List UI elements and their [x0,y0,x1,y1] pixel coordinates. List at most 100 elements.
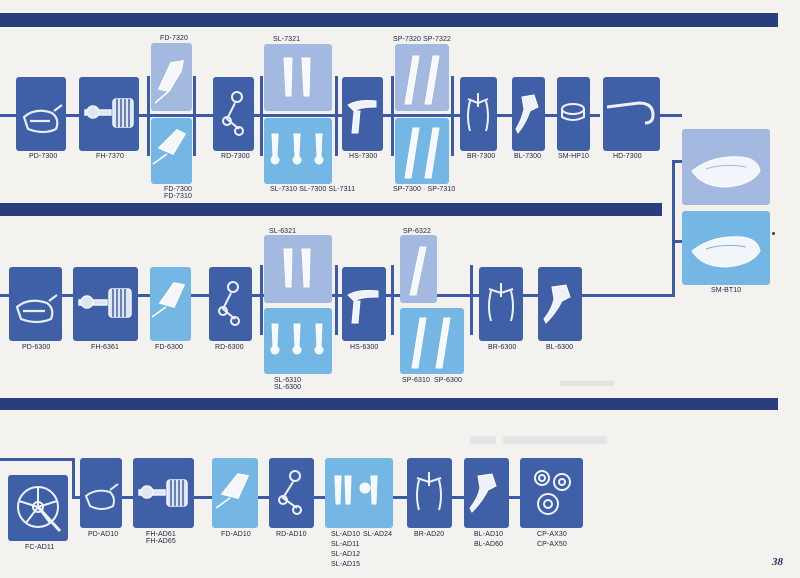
rd-ad10-box [269,458,314,528]
shift-lever-icon [334,475,378,505]
pedal-icon [84,483,119,510]
sl-7310-box [264,118,332,184]
front-derailleur-icon [152,129,187,165]
pd-6300-label: PD-6300 [22,344,51,351]
bl-6300-label: BL-6300 [546,344,574,351]
pd-7300-box [16,77,66,151]
sm-hp10-box [557,77,590,151]
sm-bt10-box-alt [682,211,770,285]
fc-ad11-label: FC-AD11 [25,544,55,551]
bl-ad10-label: BL-AD10 [474,531,504,538]
background-print-through: ▬ ▬▬▬▬ [470,420,608,450]
fh-6361-label: FH-6361 [91,344,119,351]
sl-ad12-label: SL-AD12 [331,551,361,558]
front-derailleur-icon [154,60,185,104]
sl-ad10-box [325,458,393,528]
bl-7300-box [512,77,545,151]
rd-7300-box [213,77,254,151]
br-6300-box [479,267,523,341]
pd-ad10-box [80,458,122,528]
bt-connector [672,240,682,243]
fc-ad11-box [8,475,68,541]
freehub-icon [138,479,188,507]
sl-ad11-label: SL-AD11 [331,541,360,548]
shift-lever-icon [270,133,324,165]
row1-fd-branch [147,76,150,156]
shift-lever-icon [283,248,311,288]
shift-lever-icon [283,57,311,97]
freehub-icon [78,288,132,318]
sl-6310-label: SL-6310 [274,377,302,384]
row3-riser [72,458,75,498]
sp-7320-label: SP-7320 SP-7322 [393,36,451,43]
seatpost-icon [411,317,451,369]
brake-caliper-icon [467,93,489,132]
sp-7320-box [395,44,449,111]
brake-caliper-icon [488,283,514,322]
pd-7300-label: PD-7300 [29,153,58,160]
sl-ad24-label: SL-AD24 [363,531,393,538]
freehub-icon [84,98,134,128]
sp-7300-label: SP-7300 · SP-7310 [393,186,456,193]
hd-7300-box [603,77,660,151]
cp-ax50-label: CP-AX50 [537,541,567,548]
bt-connector [672,160,682,163]
hs-7300-label: HS-7300 [349,153,378,160]
row1-sp-branch [391,76,394,156]
fd-ad10-label: FD-AD10 [221,531,251,538]
front-derailleur-icon [151,282,186,318]
row1-sl-branch [260,76,263,156]
sl-ad10-label: SL-AD10 [331,531,361,538]
row1-wire [0,114,600,117]
pd-6300-box [9,267,62,341]
cp-ax30-box [520,458,583,528]
brake-lever-icon [515,94,539,134]
sl-6321-label: SL-6321 [269,228,297,235]
br-7300-box [460,77,497,151]
brake-lever-icon [469,473,497,513]
bl-6300-box [538,267,582,341]
sl-7321-label: SL-7321 [273,36,301,43]
sp-6310-box [400,308,464,374]
shift-lever-icon [270,323,324,355]
rear-derailleur-icon [218,281,240,326]
crankset-icon [17,486,62,533]
fh-ad65-label: FH-AD65 [146,538,176,545]
pedal-icon [22,104,63,134]
fd-7320-box [151,43,192,111]
br-7300-label: BR-7300 [467,153,496,160]
sm-bt10-label: SM-BT10 [711,287,742,294]
rd-7300-label: RD-7300 [221,153,250,160]
rd-ad10-label: RD-AD10 [276,531,307,538]
sl-6310-box [264,308,332,374]
bottom-bracket-icon [691,156,761,188]
chainring-parts-icon [534,470,571,515]
pedal-icon [15,294,58,324]
row1-fd-branch [193,76,196,156]
hs-7300-box [342,77,383,151]
pd-ad10-label: PD-AD10 [88,531,119,538]
sl-7321-box [264,44,332,111]
brake-lever-icon [543,284,571,324]
lower-band [0,398,778,410]
headset-stem-icon [347,100,377,134]
bottom-bracket-icon [691,236,761,268]
br-ad20-box [407,458,452,528]
br-6300-label: BR-6300 [488,344,517,351]
row3-wire [0,458,75,461]
rear-derailleur-icon [278,470,302,515]
margin-dot [772,232,775,235]
sp-6322-box [400,235,437,303]
sm-hp10-label: SM-HP10 [558,153,590,160]
row2-sp-branch [470,265,473,335]
fd-7310-label: FD-7310 [164,193,192,200]
sl-6321-box [264,235,332,303]
br-ad20-label: BR-AD20 [414,531,445,538]
sp-6322-label: SP-6322 [403,228,431,235]
sp-6300-label: SP-6300 [434,377,462,384]
sp-6310-label: SP-6310 [402,377,430,384]
seatpost-icon [404,55,440,105]
rear-derailleur-icon [222,91,244,136]
fd-7320-label: FD-7320 [160,35,188,42]
background-print-through: ▬▬▬ [560,370,614,390]
